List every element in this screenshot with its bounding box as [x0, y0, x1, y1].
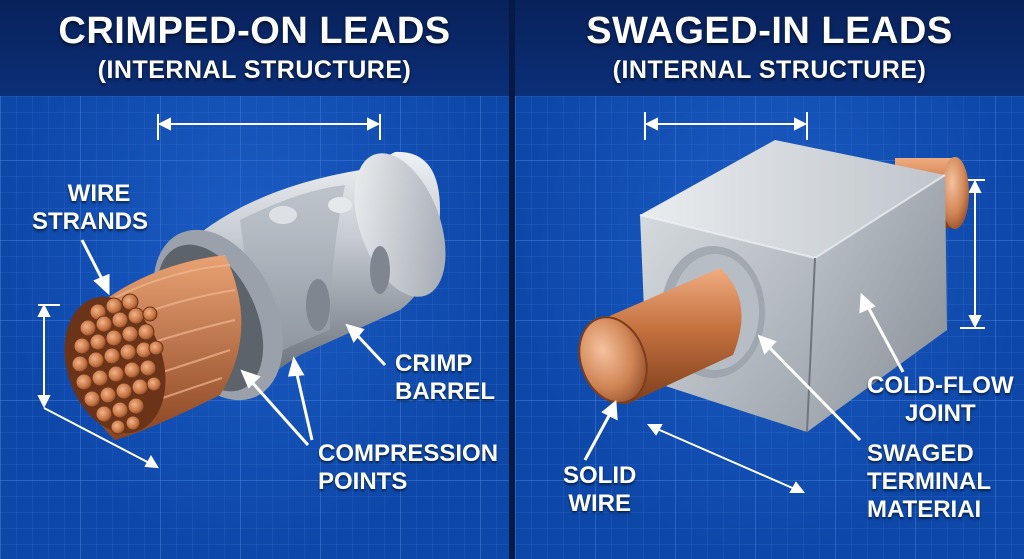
crimp-barrel-label-line1: CRIMP: [395, 350, 473, 377]
dimension-left: [37, 303, 159, 469]
compression-points-label-line1: COMPRESSION: [318, 440, 499, 467]
swaged-lead-illustration: [578, 112, 985, 493]
crimp-barrel-label: CRIMP BARREL: [395, 350, 495, 406]
crimped-subtitle: (INTERNAL STRUCTURE): [97, 56, 412, 84]
swaged-subtitle: (INTERNAL STRUCTURE): [612, 56, 927, 84]
solid-wire-label: SOLID WIRE: [563, 462, 636, 518]
crimp-barrel-label-line2: BARREL: [395, 378, 495, 405]
solid-wire-label-line2: WIRE: [568, 490, 631, 517]
wire-strands-label-line2: STRANDS: [32, 208, 149, 235]
swaged-terminal-label: SWAGED TERMINAL MATERIAI: [867, 440, 991, 524]
dimension-right: [960, 179, 985, 329]
solid-wire-label-line1: SOLID: [563, 462, 637, 489]
leader-arrows-right: [583, 292, 905, 461]
compression-points-label: COMPRESSION POINTS: [318, 440, 498, 496]
panel-divider: [509, 0, 515, 559]
crimped-panel: CRIMPED-ON LEADS (INTERNAL STRUCTURE): [0, 0, 509, 559]
crimped-title: CRIMPED-ON LEADS: [58, 10, 451, 52]
solid-wire-shape: [578, 268, 742, 405]
dimension-top: [157, 114, 381, 140]
crimped-lead-illustration: [37, 114, 446, 469]
dimension-bottom-right: [646, 424, 806, 493]
wire-strands-label: WIRE STRANDS: [32, 180, 148, 236]
leader-arrows-left: [80, 239, 387, 446]
swaged-title: SWAGED-IN LEADS: [586, 10, 953, 52]
compression-points-label-line2: POINTS: [318, 468, 408, 495]
wire-strands-label-line1: WIRE: [67, 180, 131, 207]
crimped-header: [0, 0, 509, 96]
swaged-header: [515, 0, 1024, 96]
swaged-panel: SWAGED-IN LEADS (INTERNAL STRUCTURE): [515, 0, 1024, 559]
cold-flow-joint-label-line1: COLD-FLOW: [867, 372, 1014, 399]
cold-flow-joint-label: COLD-FLOW JOINT: [867, 372, 1014, 428]
swaged-terminal-label-line2: TERMINAL: [867, 468, 991, 495]
dimension-top-right: [644, 112, 808, 140]
wire-strands-shape: [64, 255, 242, 440]
swaged-terminal-label-line1: SWAGED: [867, 440, 974, 467]
cold-flow-joint-label-line2: JOINT: [904, 400, 976, 427]
swaged-terminal-label-line3: MATERIAI: [867, 496, 982, 523]
